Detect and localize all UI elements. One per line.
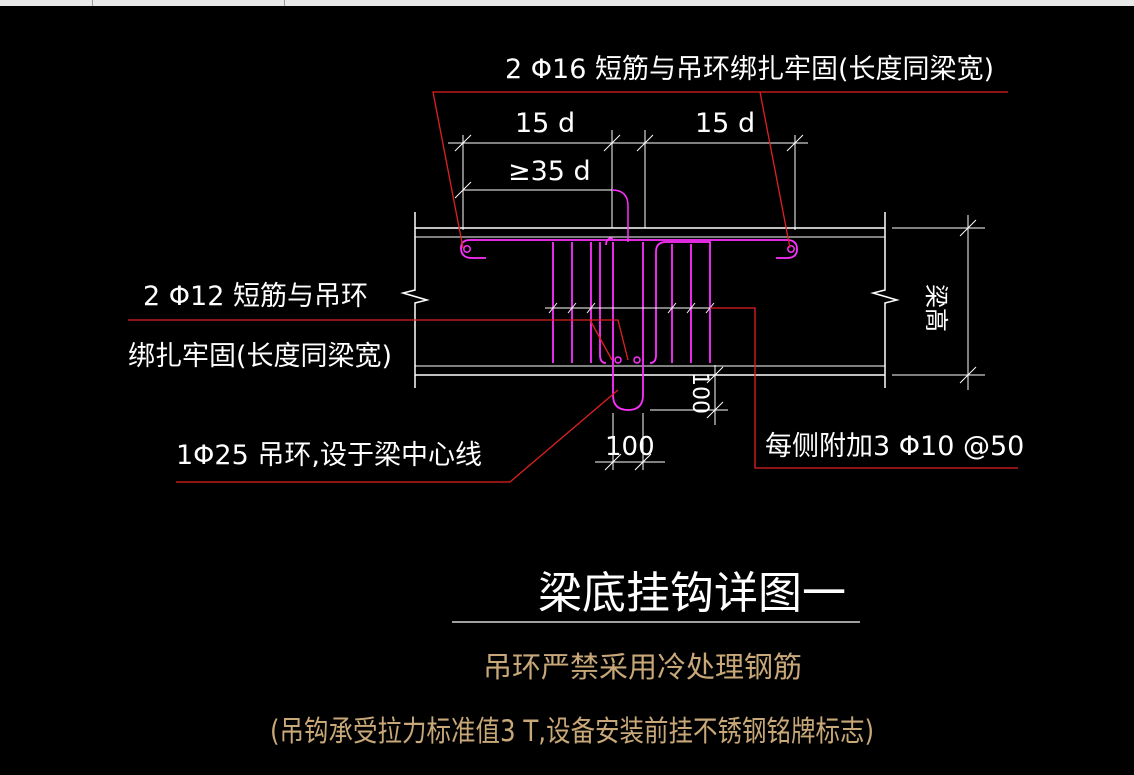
leader-stirrups <box>710 307 1018 469</box>
drawing-title: 梁底挂钩详图一 <box>538 568 846 619</box>
dim-15d-left-label: 15 d <box>515 108 575 139</box>
leader-lines <box>128 91 1018 483</box>
leader-hanging-ring <box>176 389 619 483</box>
ring-bend <box>611 189 629 242</box>
leader-left-short-bar <box>128 319 629 361</box>
bottom-dimensions <box>595 365 728 471</box>
short-bar-sections <box>463 245 795 364</box>
note-line-2: (吊钩承受拉力标准值3 T,设备安装前挂不锈钢铭牌标志) <box>270 714 874 748</box>
dim-100-vertical-label: 100 <box>687 372 712 414</box>
leader-top-short-bar <box>432 91 1008 249</box>
hanging-ring <box>612 242 644 411</box>
top-short-bar-label: 2 Φ16 短筋与吊环绑扎牢固(长度同梁宽) <box>505 54 994 85</box>
beam-break-left <box>400 212 430 388</box>
hanging-ring-label: 1Φ25 吊环,设于梁中心线 <box>176 440 482 471</box>
stirrup-spacing-dim <box>545 302 718 314</box>
toolbar-divider <box>284 0 285 6</box>
hanging-ring-rebar <box>460 237 798 411</box>
beam-outline <box>400 212 900 388</box>
toolbar-divider <box>92 0 93 6</box>
dim-15d-right-label: 15 d <box>695 108 755 139</box>
top-short-bar <box>460 239 798 259</box>
dim-100-horizontal-label: 100 <box>605 432 655 462</box>
window-top-strip <box>0 0 1134 6</box>
beam-height-label: 梁高 <box>922 284 950 332</box>
top-dimensions <box>448 130 808 230</box>
beam-break-right <box>870 212 900 388</box>
dim-35d-label: ≥35 d <box>508 156 591 187</box>
beam-height-dimension <box>892 215 985 390</box>
left-short-bar-label-1: 2 Φ12 短筋与吊环 <box>143 281 368 312</box>
left-short-bar-label-2: 绑扎牢固(长度同梁宽) <box>128 341 392 372</box>
note-line-1: 吊环严禁采用冷处理钢筋 <box>483 650 802 684</box>
stirrups-note-label: 每侧附加3 Φ10 @50 <box>765 431 1024 462</box>
main-rebar-lines <box>415 236 885 367</box>
